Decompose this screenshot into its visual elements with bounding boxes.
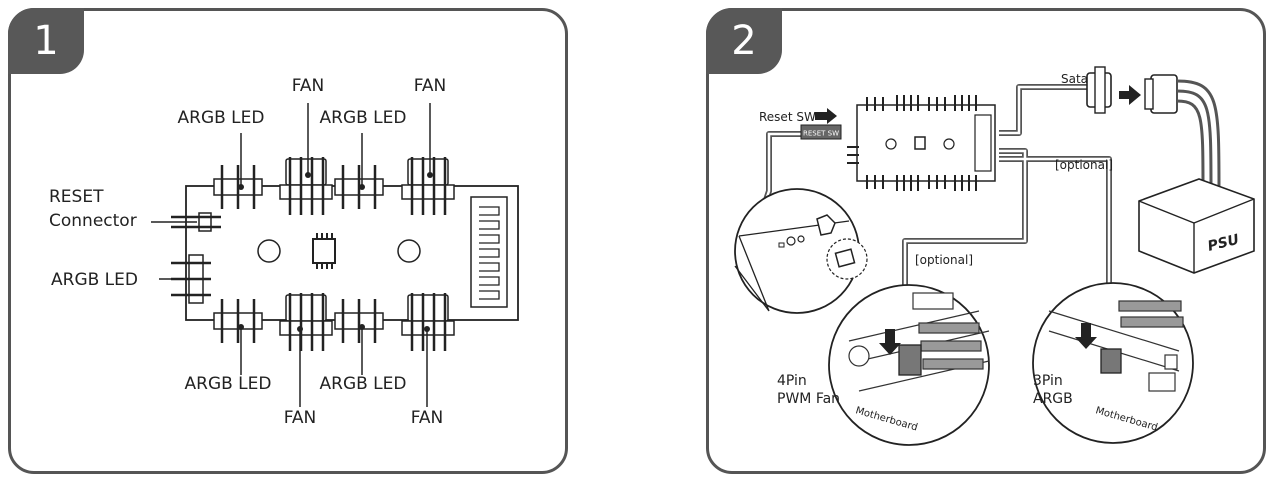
argb-header-bottom-1	[212, 297, 264, 345]
case-detail	[734, 188, 868, 314]
label-argb-line1: 3Pin	[1033, 373, 1063, 389]
label-pwm-line1: 4Pin	[777, 373, 807, 389]
mounting-hole	[397, 239, 421, 263]
psu-sata-plug	[1144, 74, 1178, 114]
reset-sw-plug	[800, 124, 842, 140]
arrow-down-icon	[1075, 323, 1097, 349]
label-optional-2: [optional]	[915, 253, 973, 267]
mounting-hole	[257, 239, 281, 263]
label-fan-bottom-2: FAN	[411, 408, 444, 428]
label-sata: Sata	[1061, 72, 1088, 86]
label-argb-top-1: ARGB LED	[178, 108, 265, 128]
motherboard-detail-argb	[1032, 282, 1194, 444]
label-argb-left: ARGB LED	[51, 270, 138, 290]
panel-hub-layout: 1	[8, 8, 568, 474]
motherboard-detail-pwm	[828, 284, 990, 446]
label-fan-top-2: FAN	[414, 76, 447, 96]
step-number-badge: 1	[8, 8, 84, 74]
label-optional-1: [optional]	[1055, 158, 1113, 172]
hub-small	[847, 95, 996, 191]
fan-header-bottom-1	[278, 291, 334, 353]
label-argb-line2: ARGB	[1033, 391, 1073, 407]
hub-board	[185, 185, 519, 321]
label-reset-sw: Reset SW	[759, 110, 816, 124]
fan-header-bottom-2	[400, 291, 456, 353]
panel-installation: 2	[706, 8, 1266, 474]
label-reset-line1: RESET	[49, 187, 104, 207]
controller-chip	[312, 233, 336, 269]
label-argb-bottom-2: ARGB LED	[320, 374, 407, 394]
arrow-down-icon	[879, 329, 901, 355]
label-argb-bottom-1: ARGB LED	[185, 374, 272, 394]
label-reset-line2: Connector	[49, 211, 137, 231]
reset-header	[171, 212, 221, 232]
hub-diagram: FAN FAN ARGB LED ARGB LED RESET Connecto…	[49, 76, 519, 428]
label-fan-top-1: FAN	[292, 76, 325, 96]
reset-sw-chip-text: RESET SW	[803, 130, 839, 138]
arrow-right-icon	[1119, 85, 1141, 105]
arrow-right-icon	[815, 108, 837, 124]
step-number-badge: 2	[706, 8, 782, 74]
sata-connector	[1086, 66, 1112, 114]
label-argb-top-2: ARGB LED	[320, 108, 407, 128]
label-psu: PSU	[1206, 232, 1241, 255]
psu-box	[1138, 178, 1255, 274]
argb-header-bottom-2	[333, 297, 385, 345]
sata-connector-strip	[470, 196, 508, 308]
psu-cable	[1176, 79, 1221, 192]
label-pwm-line2: PWM Fan	[777, 391, 840, 407]
argb-header-left	[171, 254, 211, 304]
label-fan-bottom-1: FAN	[284, 408, 317, 428]
installation-diagram: RESET SW Reset SW	[734, 66, 1255, 446]
